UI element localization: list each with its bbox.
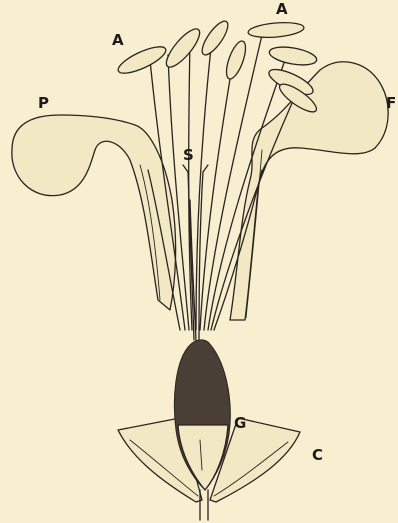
label-style: S [183, 148, 194, 163]
label-calyx: C [312, 448, 323, 463]
anthers [115, 18, 320, 117]
stalk [200, 490, 208, 520]
label-petal-left: P [38, 96, 49, 111]
label-anther-right: A [276, 2, 288, 17]
label-petal-right: F [386, 96, 396, 111]
label-ovary: G [234, 416, 246, 431]
label-anther-left: A [112, 33, 124, 48]
petal-left [12, 115, 176, 310]
